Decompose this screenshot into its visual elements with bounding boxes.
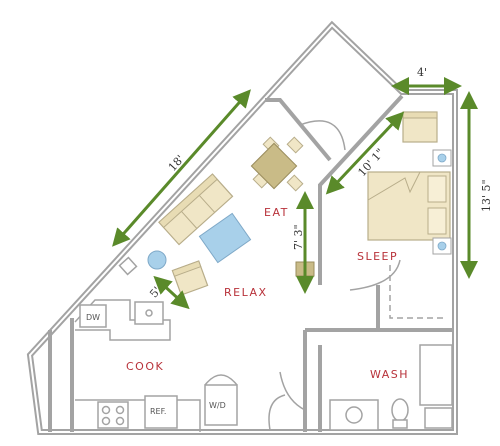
room-label-sleep: SLEEP: [357, 250, 398, 263]
sink: [134, 301, 164, 325]
armchair-relax: [171, 260, 209, 296]
dining-set: [250, 136, 304, 192]
dim-arrow-5: [153, 275, 190, 310]
appliance-label-dw: DW: [86, 313, 100, 322]
appliance-label-wd: W/D: [209, 401, 226, 410]
bath-cabinet: [424, 407, 453, 429]
closet-box: [389, 265, 445, 319]
bedroom-armchair: [402, 111, 438, 143]
dim-label-5: 5': [147, 284, 163, 300]
dim-label-4: 4': [417, 66, 427, 79]
side-table: [147, 250, 167, 270]
washer-dryer: [204, 384, 238, 426]
toilet: [391, 398, 409, 422]
closet-wall: [376, 285, 452, 332]
dining-chair: [286, 136, 304, 154]
closet-door-swing: [268, 394, 286, 431]
nightstands: [432, 149, 452, 255]
dining-table: [250, 142, 298, 190]
dishwasher: [79, 304, 107, 328]
dim-arrow-18: [112, 89, 251, 247]
dim-arrow-10-1: [325, 111, 405, 195]
fridge: [144, 395, 178, 429]
nook-wall: [265, 98, 332, 162]
appliance-label-ref: REF.: [150, 407, 166, 416]
dim-label-13-5: 13' 5": [480, 179, 493, 212]
dim-label-7-3: 7' 3": [292, 224, 305, 250]
entry-door-swing: [299, 120, 346, 151]
room-label-eat: EAT: [264, 206, 289, 219]
stove: [97, 401, 129, 429]
bathtub: [419, 344, 453, 406]
room-label-wash: WASH: [370, 368, 409, 381]
bath-door-swing: [279, 371, 306, 411]
bathroom-fixtures: [329, 344, 453, 431]
bed: [367, 171, 451, 241]
bedroom-door-swing: [349, 259, 401, 291]
room-label-cook: COOK: [126, 360, 164, 373]
dining-chair: [286, 174, 304, 192]
dim-label-18: 18': [166, 153, 187, 174]
room-label-relax: RELAX: [224, 286, 268, 299]
dimension-arrows: [112, 77, 478, 310]
corner-shelf: [118, 256, 138, 276]
rug: [198, 212, 252, 264]
